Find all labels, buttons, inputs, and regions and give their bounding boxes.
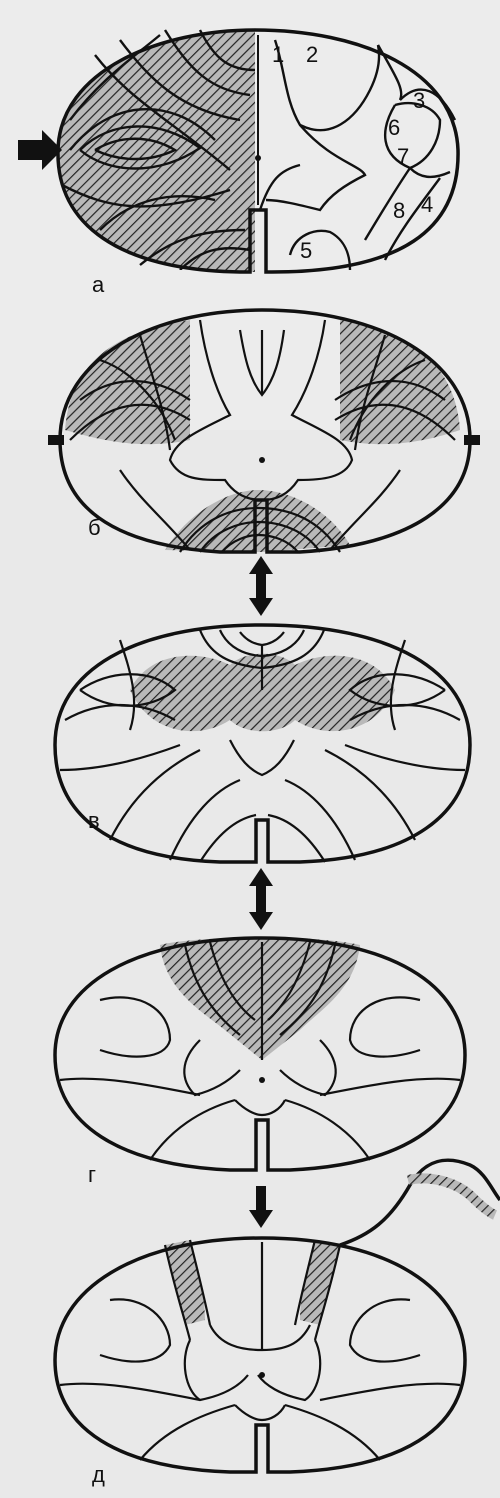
cross-section-d bbox=[55, 1160, 500, 1472]
tract-number-6: 6 bbox=[388, 115, 400, 140]
panel-label-b: б bbox=[88, 515, 101, 541]
panel-label-v: в bbox=[88, 808, 100, 834]
tract-number-5: 5 bbox=[300, 238, 312, 263]
tract-number-2: 2 bbox=[306, 42, 318, 67]
panel-label-a: а bbox=[92, 272, 104, 298]
tract-number-3: 3 bbox=[413, 88, 425, 113]
panel-label-d: д bbox=[92, 1462, 105, 1488]
panel-label-g: г bbox=[88, 1162, 96, 1188]
tract-number-7: 7 bbox=[397, 144, 409, 169]
double-arrow-v-g bbox=[249, 868, 273, 930]
tract-number-4: 4 bbox=[421, 192, 433, 217]
faded-background-text bbox=[210, 455, 500, 875]
tract-number-8: 8 bbox=[393, 198, 405, 223]
tract-number-1: 1 bbox=[272, 42, 284, 67]
cross-section-g bbox=[55, 938, 465, 1171]
arrow-g-d bbox=[249, 1186, 273, 1228]
